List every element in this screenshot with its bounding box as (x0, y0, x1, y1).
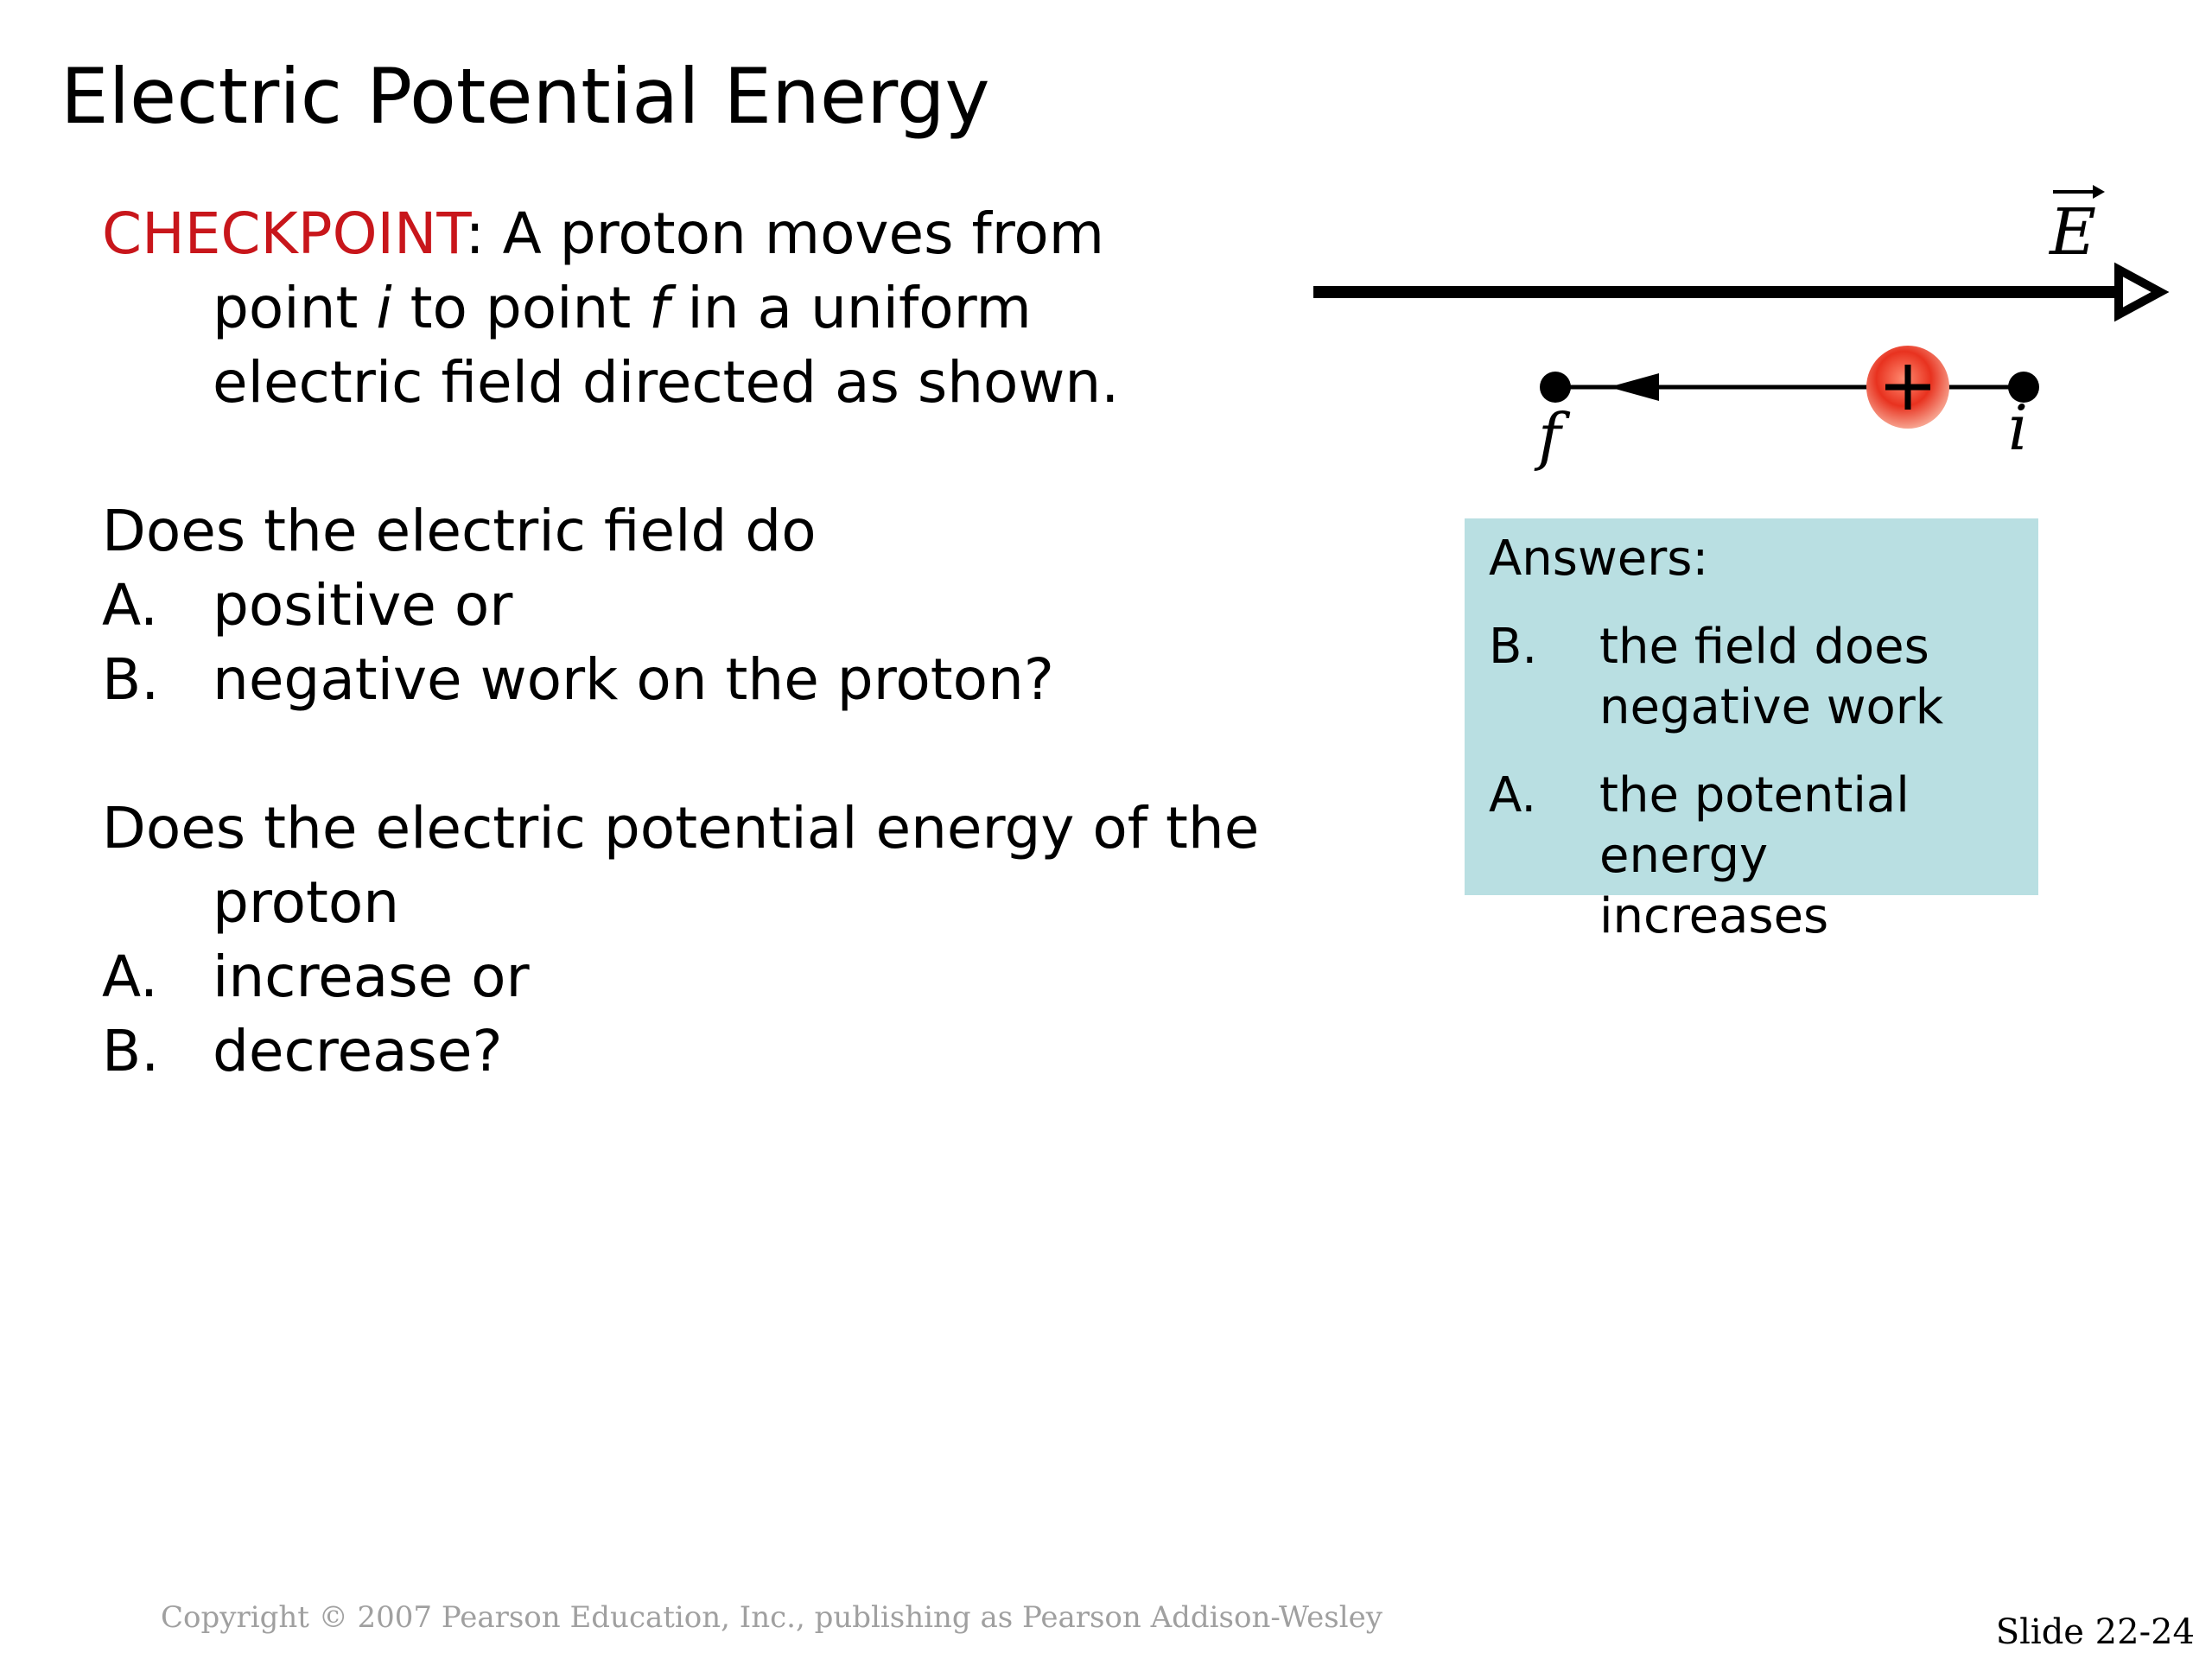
answer-item: B. the field does negative work (1489, 617, 2014, 738)
answers-heading: Answers: (1489, 531, 1709, 587)
checkpoint-label: CHECKPOINT (102, 200, 466, 267)
answer-item: A. the potential energy increases (1489, 766, 2014, 947)
option-text: increase or (213, 944, 530, 1010)
checkpoint-text-2c: in a uniform (669, 275, 1032, 341)
point-f-inline: f (649, 275, 670, 341)
checkpoint-line-2: point i to point f in a uniform (102, 271, 1119, 346)
answer-text: the potential energy increases (1599, 767, 1910, 944)
answer-letter: A. (1489, 767, 1537, 823)
checkpoint-text-2b: to point (391, 275, 650, 341)
answers-box: Answers: B. the field does negative work… (1465, 518, 2038, 944)
checkpoint-line-3: electric field directed as shown. (213, 349, 1120, 416)
point-i-label: i (2008, 391, 2028, 464)
point-i-inline: i (376, 275, 392, 341)
checkpoint-block: CHECKPOINT: A proton moves from point i … (102, 197, 1119, 420)
option-letter: B. (102, 1018, 160, 1084)
slide-number: Slide 22-24 (1995, 1612, 2195, 1652)
checkpoint-text-2a: point (213, 275, 377, 341)
question-1-stem: Does the electric field do (102, 498, 817, 564)
question-2-option-a: A. increase or (102, 940, 1259, 1014)
question-1: Does the electric field do A. positive o… (102, 494, 1054, 717)
question-1-option-a: A. positive or (102, 569, 1054, 643)
answer-letter: B. (1489, 619, 1538, 675)
option-letter: A. (102, 572, 158, 639)
field-diagram: E f i (1313, 185, 2170, 473)
checkpoint-line-1: CHECKPOINT: A proton moves from (102, 197, 1119, 271)
question-2-option-b: B. decrease? (102, 1014, 1259, 1089)
field-label: E (2048, 195, 2096, 270)
displacement (1540, 372, 2039, 403)
option-text: positive or (213, 572, 513, 639)
slide-title: Electric Potential Energy (60, 52, 990, 141)
vector-arrow-head (2093, 185, 2105, 199)
answer-text: the field does negative work (1599, 619, 1944, 735)
point-f-dot (1540, 372, 1571, 403)
point-i-dot (2008, 372, 2039, 403)
copyright-notice: Copyright © 2007 Pearson Education, Inc.… (161, 1600, 1382, 1635)
option-text: decrease? (213, 1018, 503, 1084)
field-arrow-head (2114, 262, 2170, 322)
question-2-stem-cont: proton (213, 869, 400, 936)
option-text: negative work on the proton? (213, 646, 1054, 713)
field-arrow (1313, 262, 2170, 322)
checkpoint-text-1: : A proton moves from (465, 200, 1105, 267)
option-letter: A. (102, 944, 158, 1010)
proton (1866, 346, 1949, 429)
displacement-arrow-head (1609, 373, 1659, 401)
question-2: Does the electric potential energy of th… (102, 791, 1259, 1089)
question-2-stem: Does the electric potential energy of th… (102, 795, 1260, 861)
option-letter: B. (102, 646, 160, 713)
point-f-label: f (1534, 400, 1571, 473)
field-label-group: E (2048, 185, 2105, 270)
question-1-option-b: B. negative work on the proton? (102, 643, 1054, 717)
